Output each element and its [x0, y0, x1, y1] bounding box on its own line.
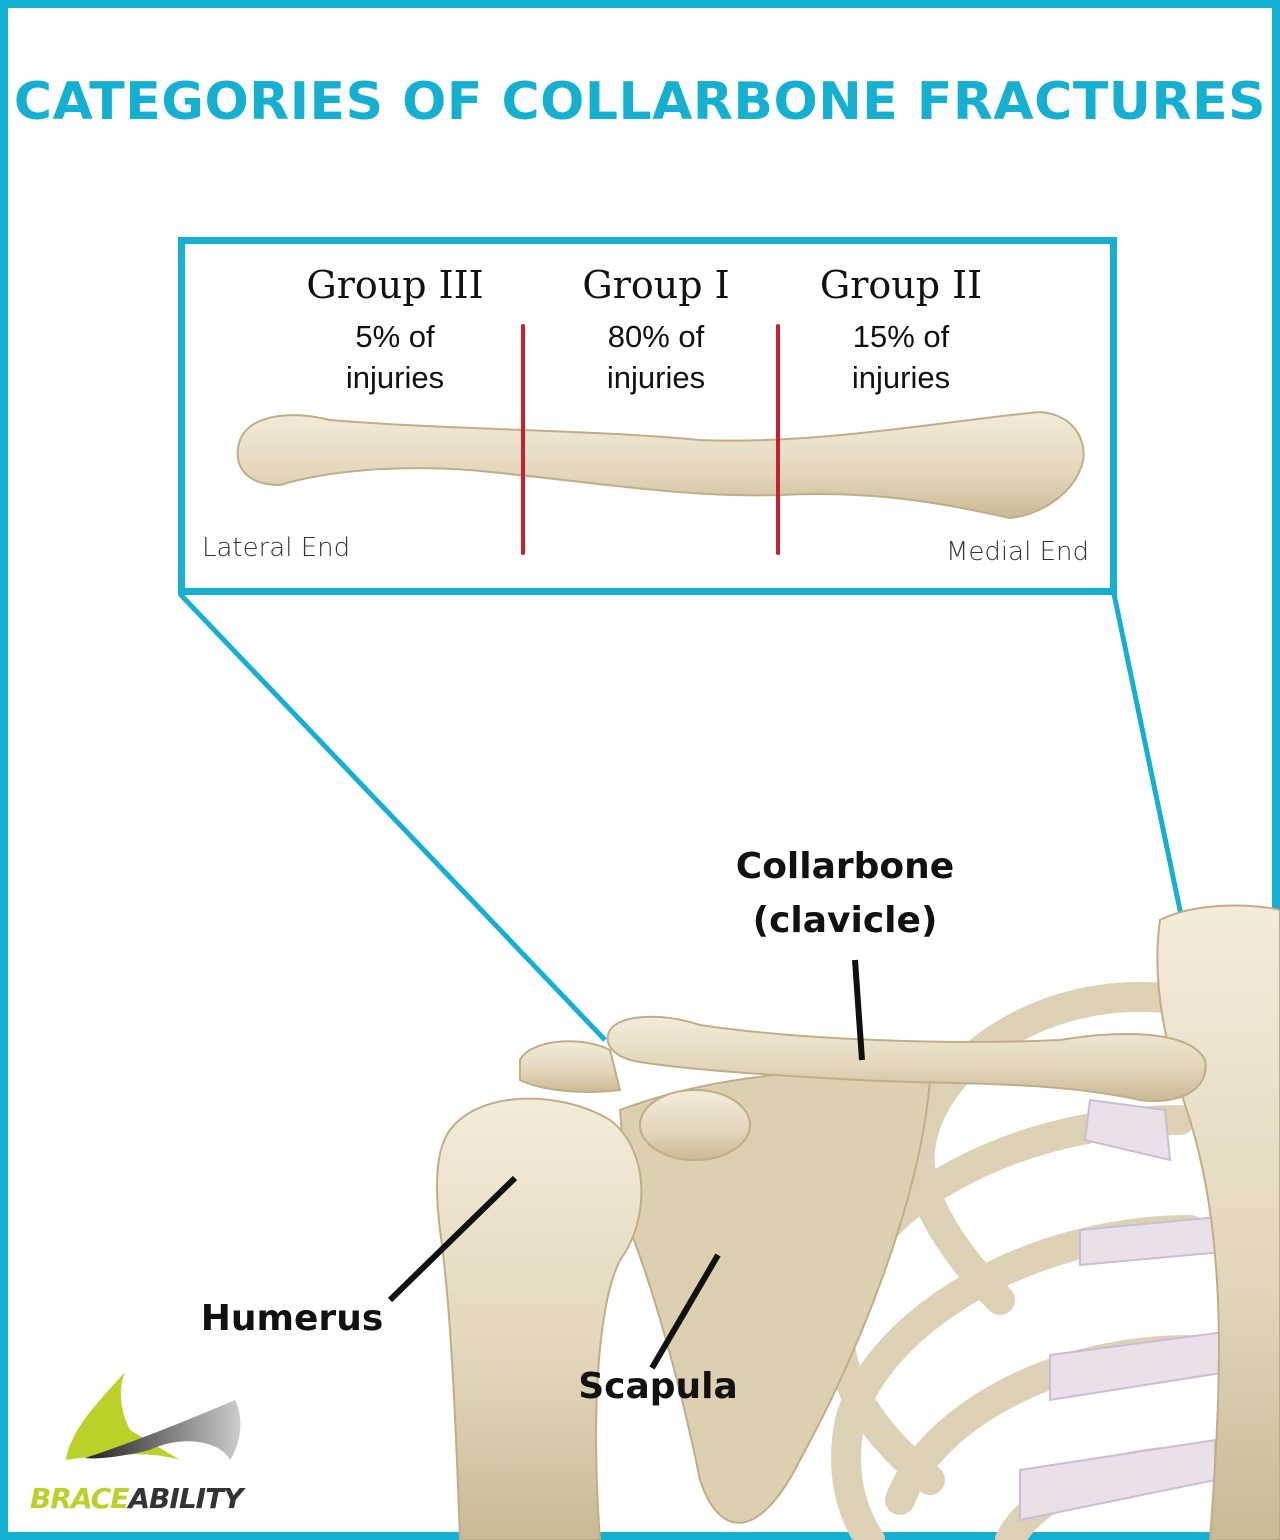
scapula-leader-line: [649, 1253, 721, 1370]
logo-brace: BRACE: [30, 1482, 129, 1515]
group-unit: injuries: [606, 360, 706, 395]
collarbone-leader-line: [852, 959, 865, 1061]
group-unit: injuries: [851, 360, 951, 395]
clavicle-bone: [606, 1015, 1207, 1102]
group-share: 15% of: [852, 319, 950, 354]
humerus-bone: [436, 1097, 643, 1540]
logo-ability: ABILITY: [128, 1482, 243, 1515]
lateral-end-label: Lateral End: [202, 533, 351, 563]
group-i: Group I 80% of injuries: [526, 262, 786, 398]
group-name: Group III: [306, 263, 484, 307]
group-share: 5% of: [355, 319, 435, 354]
coracoid: [639, 1089, 751, 1161]
group-name: Group I: [582, 263, 730, 307]
humerus-leader-line: [387, 1175, 518, 1303]
page-title: CATEGORIES OF COLLARBONE FRACTURES: [13, 72, 1267, 132]
group-name: Group II: [819, 263, 983, 307]
collarbone-label: Collarbone (clavicle): [700, 840, 990, 948]
braceability-logo-text: BRACEABILITY: [30, 1482, 243, 1515]
scapula-label: Scapula: [578, 1366, 738, 1407]
humerus-label: Humerus: [200, 1298, 384, 1339]
collarbone-label-line1: Collarbone: [735, 846, 955, 887]
costal-cartilage: [1019, 1098, 1247, 1522]
collarbone-label-line2: (clavicle): [752, 900, 938, 941]
acromion: [519, 1040, 622, 1093]
medial-end-label: Medial End: [946, 537, 1089, 567]
group-unit: injuries: [345, 360, 445, 395]
zoom-line-left: [178, 592, 607, 1042]
braceability-logo-mark: [66, 1372, 241, 1460]
clavicle-inset-box: [178, 237, 1117, 595]
group-share: 80% of: [607, 319, 705, 354]
group-iii: Group III 5% of injuries: [265, 262, 525, 398]
group-ii: Group II 15% of injuries: [771, 262, 1031, 398]
inset-clavicle-bone: [236, 410, 1085, 520]
